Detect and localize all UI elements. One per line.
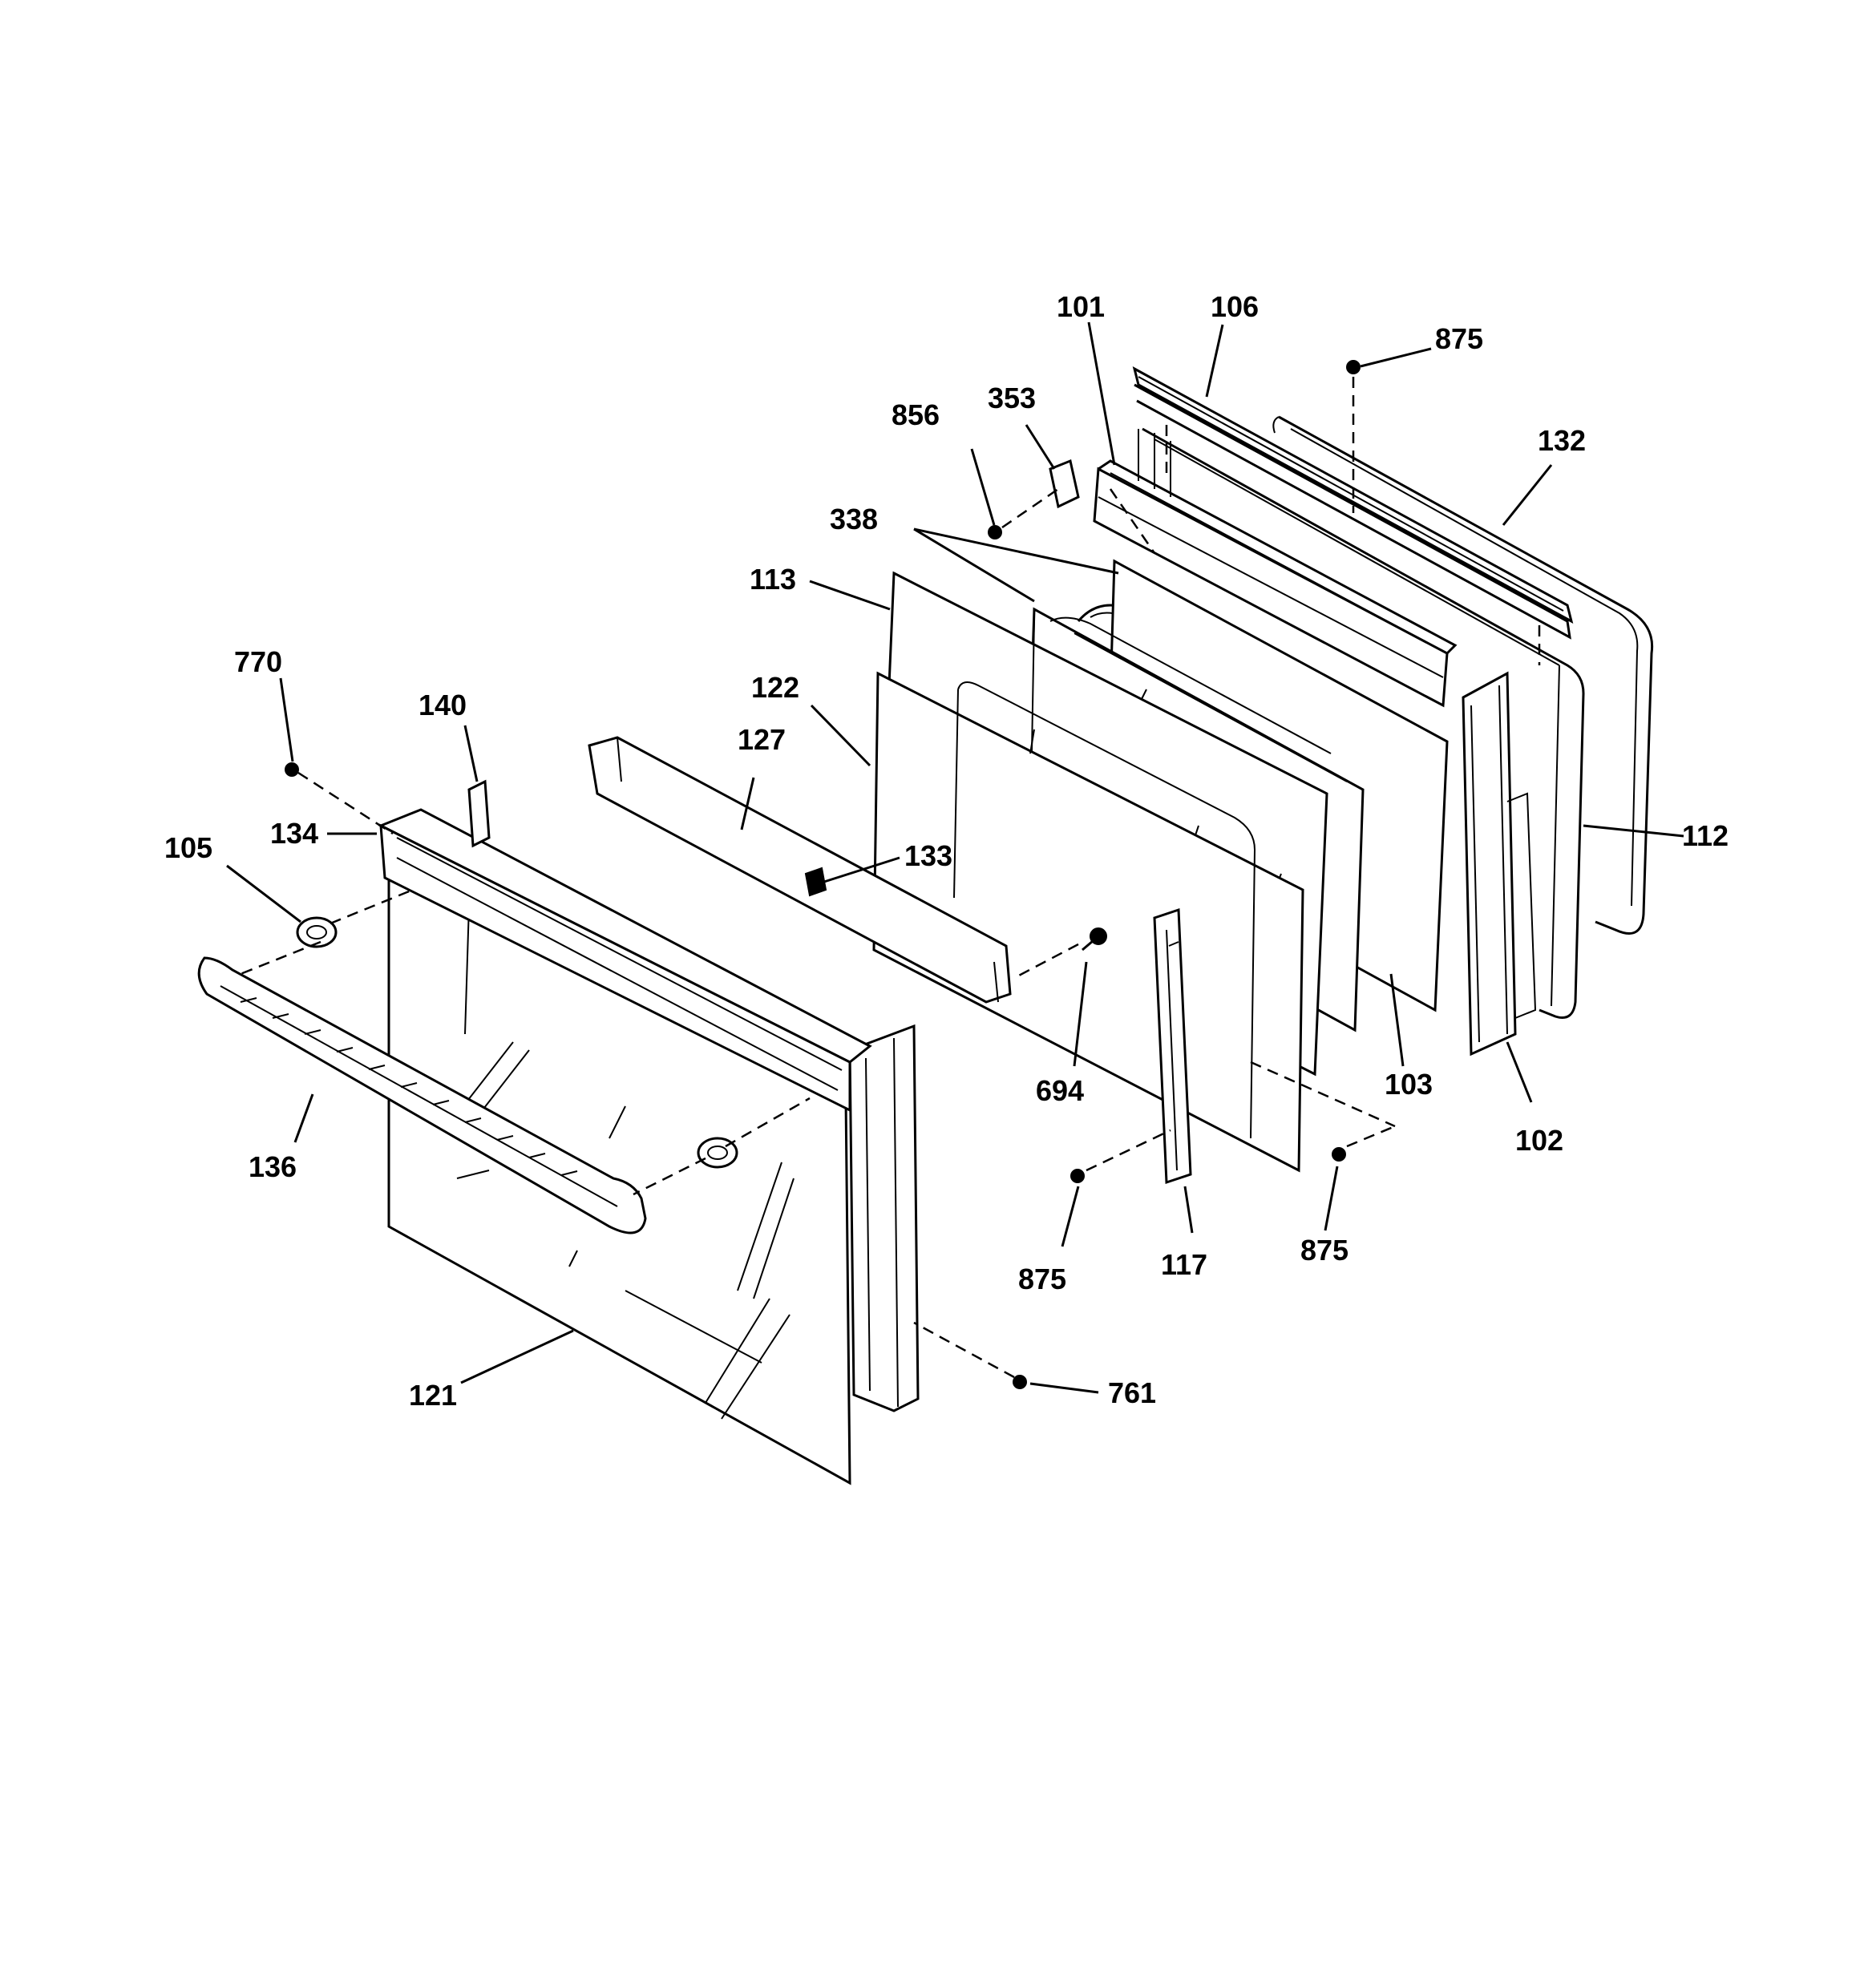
part-label-134: 134 [270,817,319,850]
part-label-875-top: 875 [1435,322,1484,355]
leader-lines [226,321,1684,1394]
part-label-133: 133 [904,839,953,872]
part-label-338: 338 [830,503,879,535]
part-133-vent [804,867,827,897]
part-label-875-left: 875 [1018,1263,1067,1295]
part-label-113: 113 [750,563,797,596]
part-134-top-trim [378,808,872,1113]
part-label-103: 103 [1385,1068,1433,1101]
part-label-102: 102 [1515,1124,1564,1157]
part-label-694: 694 [1036,1074,1085,1107]
part-label-101: 101 [1057,290,1106,323]
part-127-channel [588,736,1012,1004]
part-140-bracket [467,779,491,848]
part-label-105: 105 [164,831,213,864]
part-label-127: 127 [738,723,786,756]
part-label-136: 136 [249,1150,297,1183]
part-117-hinge-bracket [1153,907,1192,1185]
part-136-handle [197,956,647,1234]
part-label-117: 117 [1161,1248,1208,1281]
part-label-106: 106 [1211,290,1260,323]
part-106-top-channel [1132,366,1574,640]
part-label-122: 122 [751,671,800,704]
part-102-side-channel [1462,671,1537,1057]
part-label-112: 112 [1682,819,1729,852]
part-label-140: 140 [418,689,467,721]
part-label-121: 121 [409,1379,458,1412]
part-label-761: 761 [1108,1376,1157,1409]
screw-hardware [285,360,1361,1389]
part-label-875-right: 875 [1300,1234,1349,1267]
part-label-770: 770 [234,645,283,678]
part-label-132: 132 [1538,424,1587,457]
part-105-spacers [296,916,738,1169]
assembly-dashed-lines [240,377,1541,1379]
part-label-856: 856 [892,398,940,431]
part-122-inner-glass [872,671,1304,1173]
part-label-353: 353 [988,382,1037,414]
part-101-inner-frame [1093,429,1458,708]
part-front-side-frame [848,1024,920,1412]
